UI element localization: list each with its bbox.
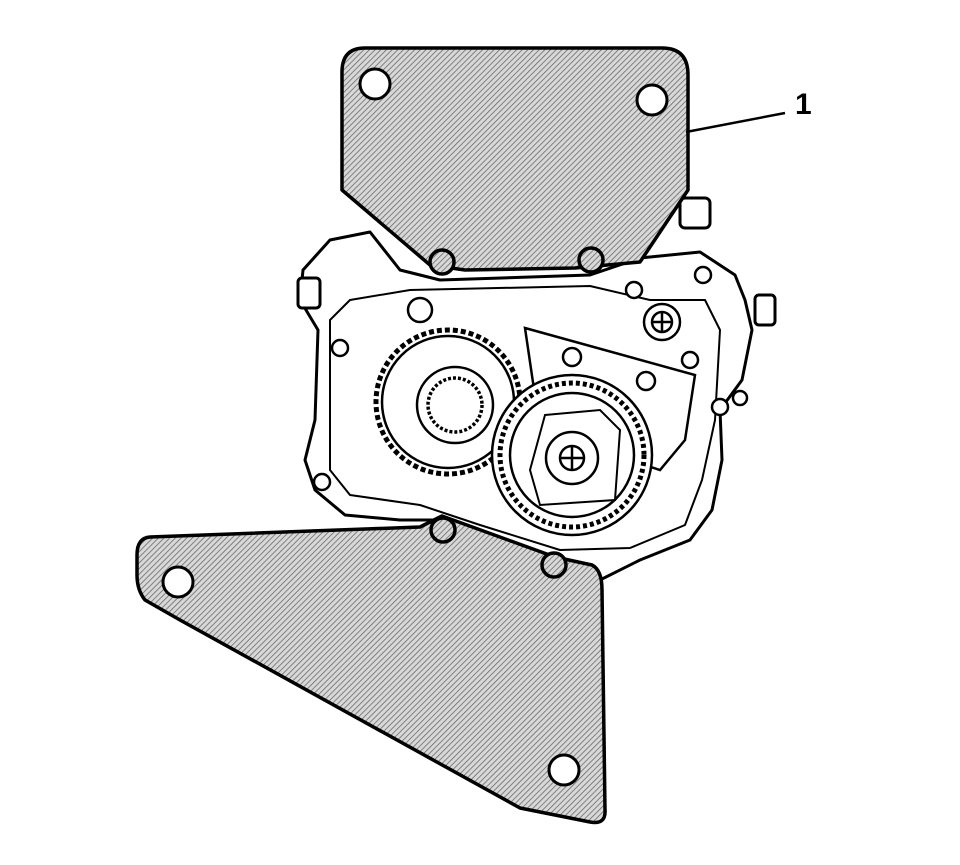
plate-hole xyxy=(161,565,195,599)
plate-bolt xyxy=(540,551,568,579)
plate-hole xyxy=(358,67,392,101)
upper-plate xyxy=(340,46,690,276)
plate-bolt xyxy=(429,516,457,544)
callout-label-1: 1 xyxy=(795,88,812,121)
plate-hole xyxy=(547,753,581,787)
selector-gear xyxy=(490,373,654,537)
spur-gear xyxy=(373,327,523,477)
plate-bolt xyxy=(577,246,605,274)
callout-leader-1 xyxy=(685,111,786,134)
plate-bolt xyxy=(428,248,456,276)
flange-bolts xyxy=(312,265,749,492)
plate-hole xyxy=(635,83,669,117)
lower-plate xyxy=(135,514,607,825)
shift-shaft xyxy=(624,280,700,370)
